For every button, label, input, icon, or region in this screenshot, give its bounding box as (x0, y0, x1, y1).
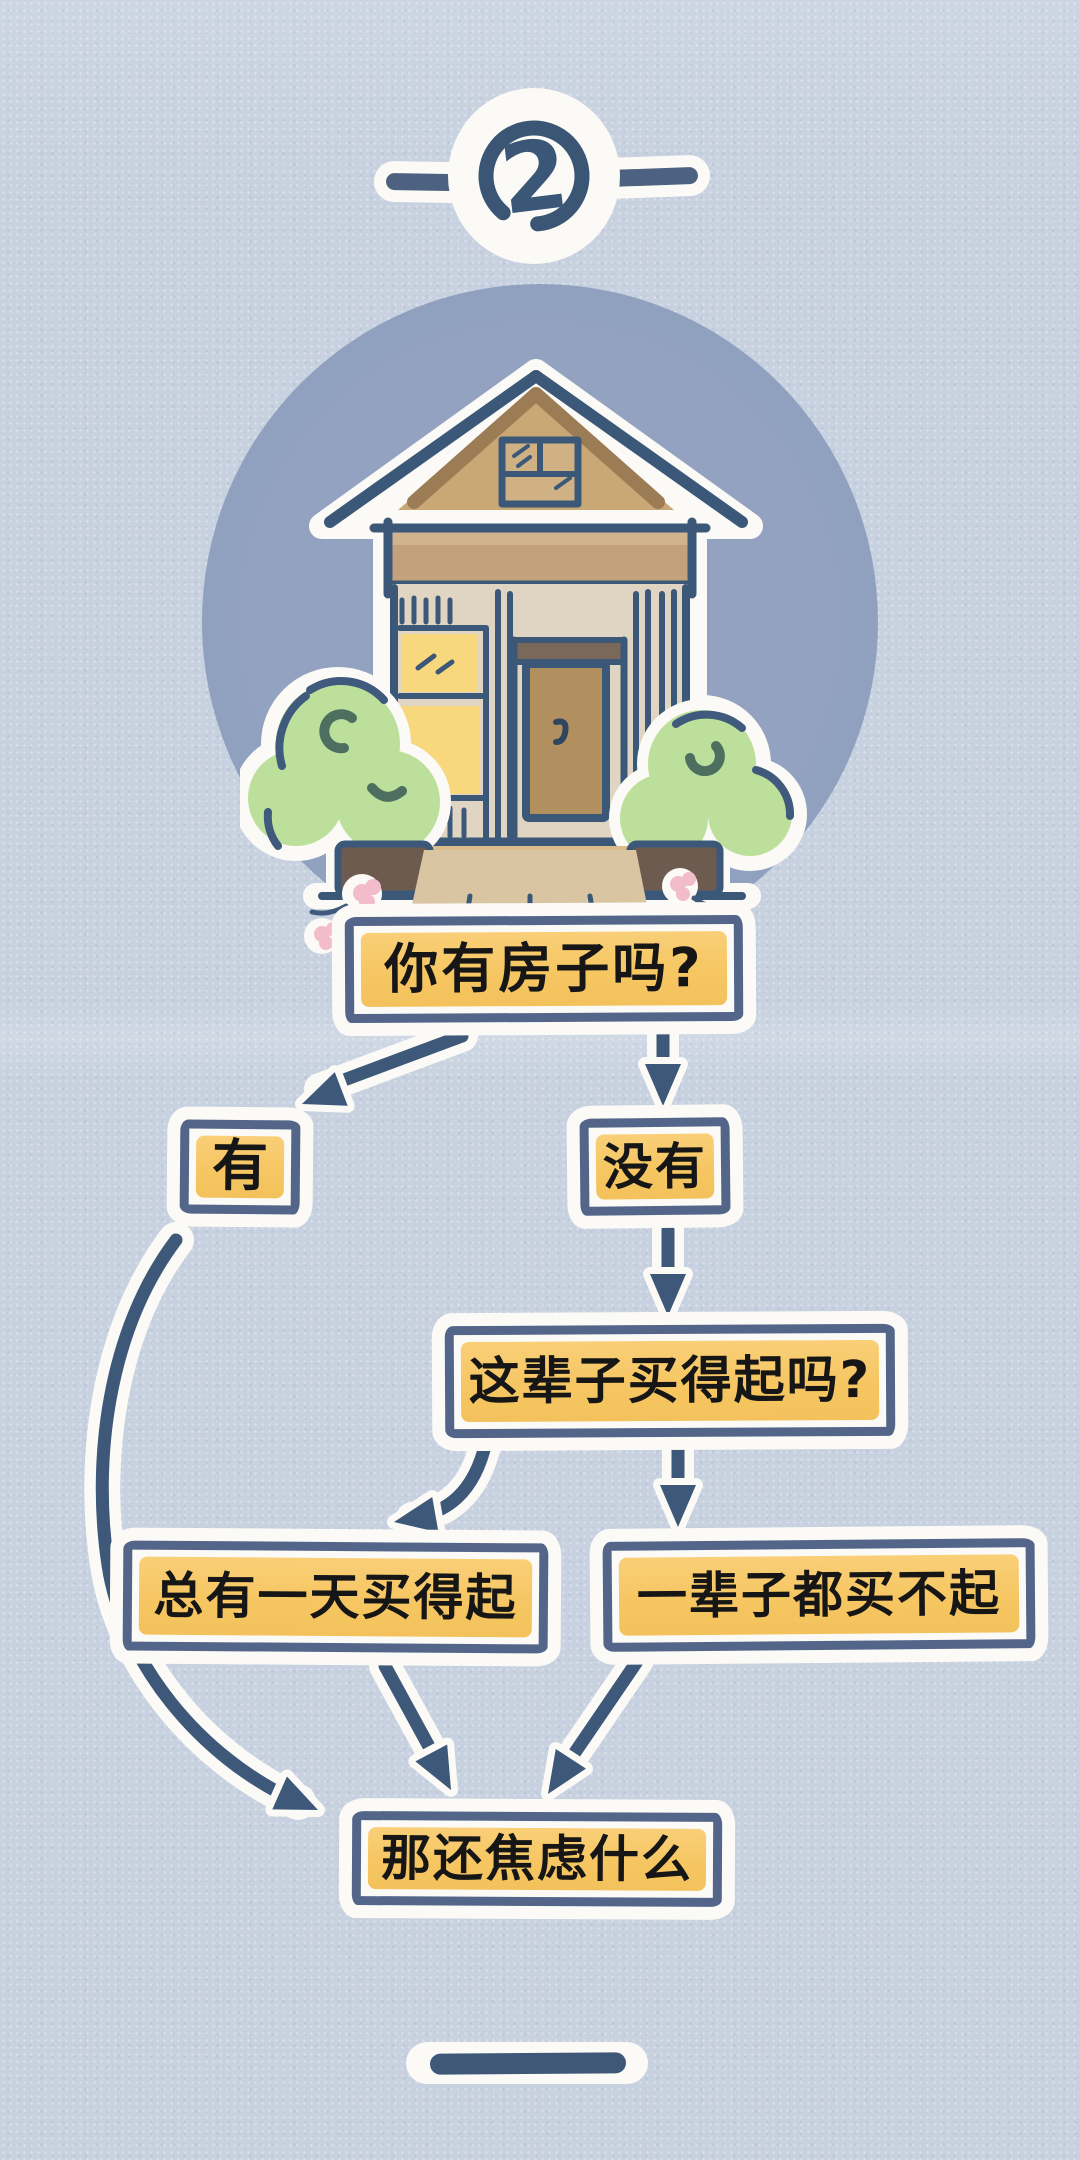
node-label: 那还焦虑什么 (367, 1827, 707, 1891)
node-yes: 有 (179, 1119, 301, 1215)
node-label: 有 (195, 1134, 285, 1199)
node-afford-question: 这辈子买得起吗? (444, 1323, 896, 1439)
node-label: 总有一天买得起 (138, 1556, 533, 1638)
node-why-anxious: 那还焦虑什么 (351, 1811, 723, 1907)
badge-halo (448, 88, 620, 264)
section-number: 2 (494, 117, 574, 236)
node-someday-afford: 总有一天买得起 (122, 1540, 549, 1654)
node-label: 这辈子买得起吗? (460, 1339, 880, 1423)
node-have-house-question: 你有房子吗? (344, 914, 744, 1024)
arrow-never-to-end (556, 1653, 645, 1777)
node-never-afford: 一辈子都买不起 (602, 1538, 1036, 1652)
node-label: 没有 (595, 1133, 715, 1200)
node-label: 你有房子吗? (360, 931, 728, 1007)
node-label: 一辈子都买不起 (618, 1554, 1020, 1636)
end-divider-bar (429, 2052, 627, 2075)
node-no: 没有 (579, 1117, 731, 1216)
badge-ring (478, 120, 590, 232)
section-number-badge: 2 (448, 88, 620, 264)
arrow-yes-to-end (95, 1233, 305, 1809)
